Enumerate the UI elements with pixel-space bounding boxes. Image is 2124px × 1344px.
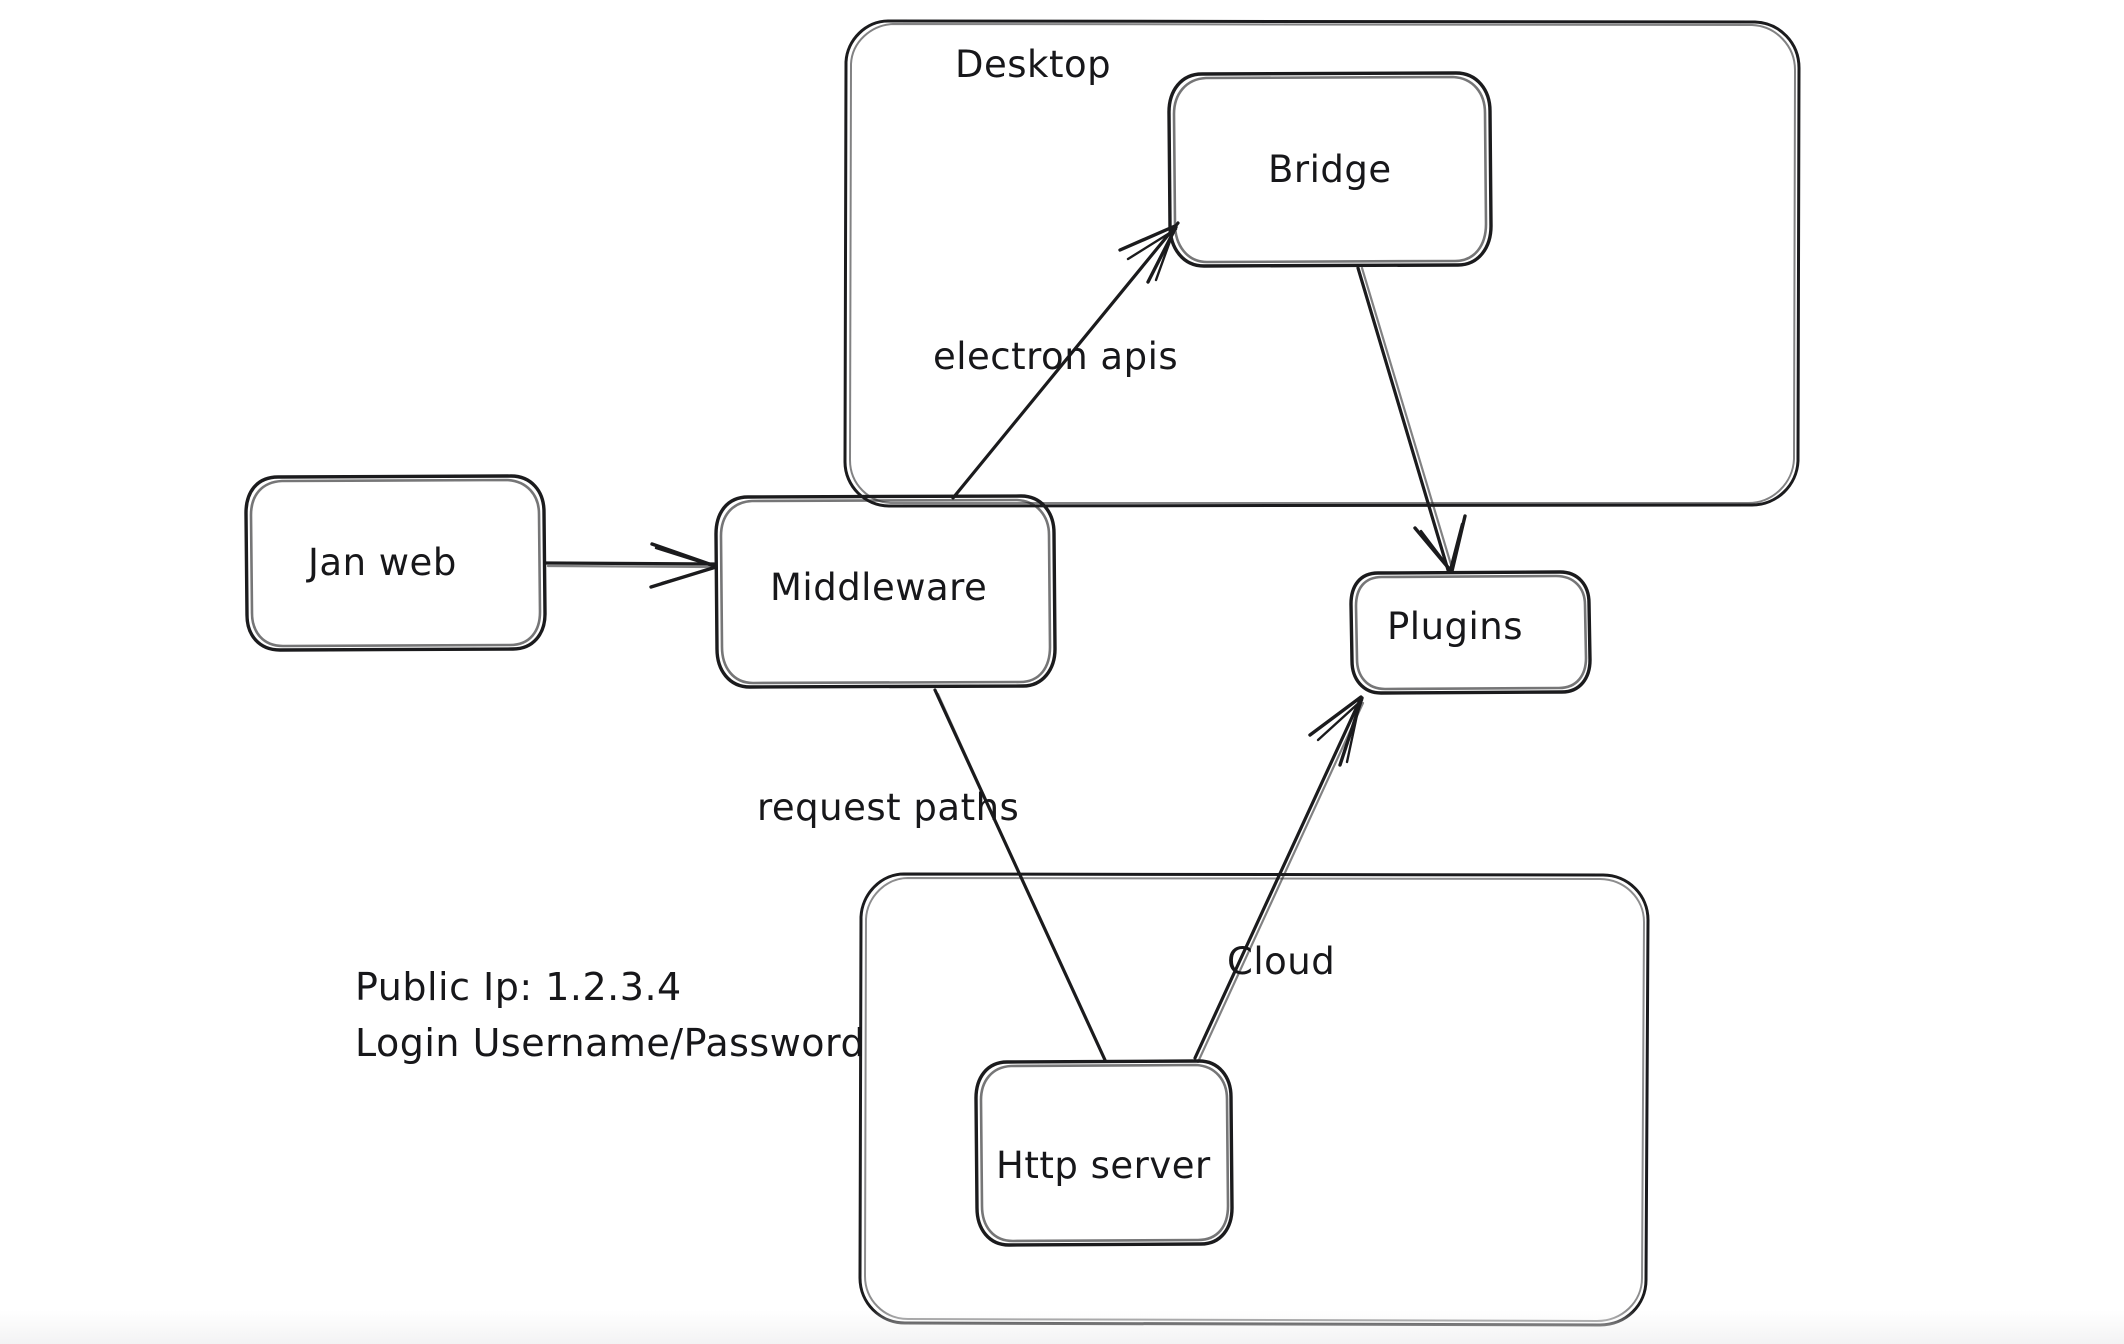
node-jan-web-outline[interactable] [244, 474, 547, 652]
edge-http-server-to-middleware [933, 688, 1107, 1062]
edge-jan-web-to-middleware [544, 542, 718, 589]
node-label-plugins: Plugins [1387, 605, 1524, 648]
note-login-credentials: Login Username/Password [355, 1021, 866, 1065]
node-bridge-outline[interactable] [1167, 71, 1493, 268]
node-label-middleware: Middleware [770, 566, 988, 609]
node-label-bridge: Bridge [1268, 148, 1392, 191]
edge-label-request-paths: request paths [757, 786, 1020, 829]
edge-http-server-to-plugins [1193, 695, 1365, 1064]
edge-bridge-to-plugins [1356, 266, 1467, 574]
edge-label-electron-apis: electron apis [933, 335, 1179, 378]
group-desktop-outline [843, 19, 1801, 508]
node-label-jan-web: Jan web [308, 541, 457, 584]
group-cloud-outline [858, 872, 1650, 1327]
note-public-ip: Public Ip: 1.2.3.4 [355, 965, 682, 1009]
node-middleware-outline[interactable] [714, 494, 1057, 689]
node-label-http-server: Http server [996, 1144, 1211, 1187]
node-http-server-outline[interactable] [974, 1059, 1234, 1247]
edge-label-cloud: Cloud [1227, 940, 1336, 983]
node-plugins-outline[interactable] [1349, 570, 1592, 695]
group-label-desktop: Desktop [955, 43, 1112, 86]
edge-middleware-to-bridge [951, 221, 1180, 500]
